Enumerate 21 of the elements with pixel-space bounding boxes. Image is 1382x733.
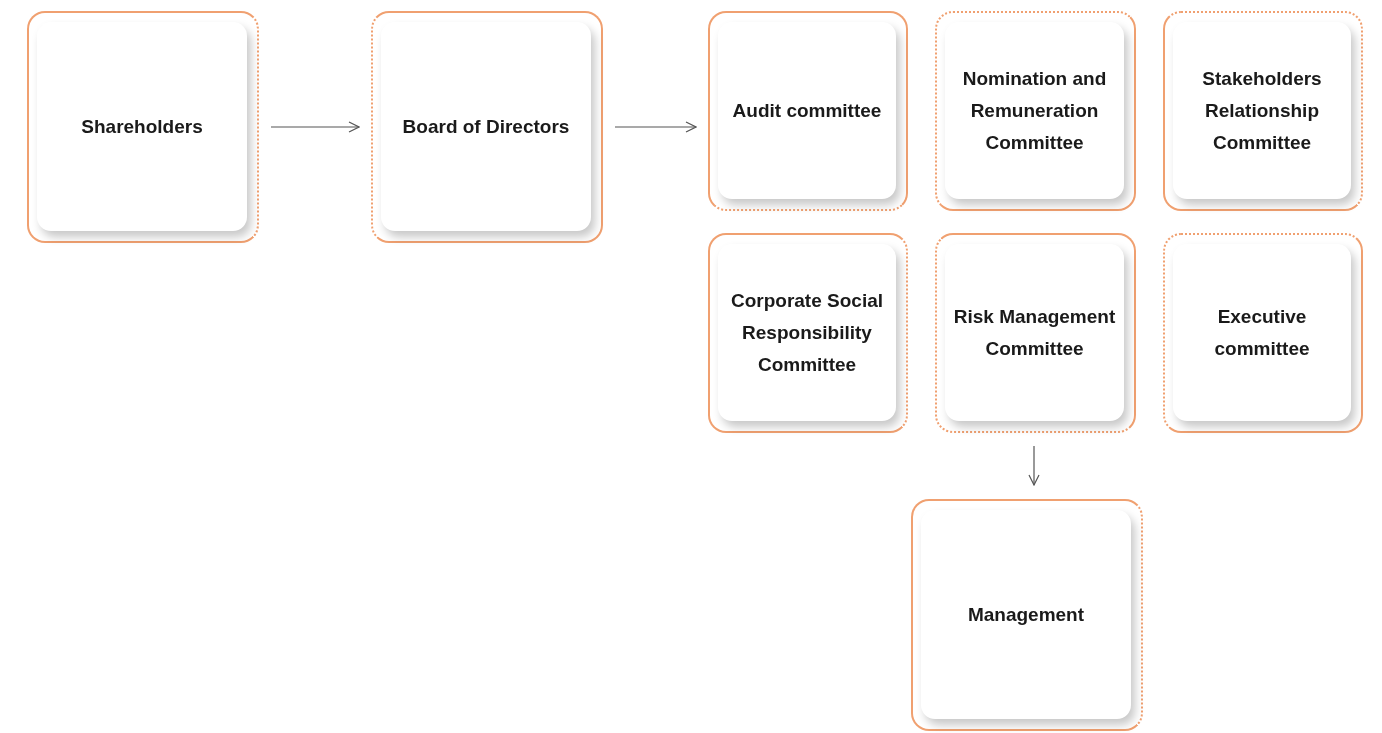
node-frame [27,11,259,243]
node-label: Management [967,602,1085,627]
node-frame [371,11,603,243]
node-frame [1163,233,1363,433]
node-label: Executive committee [1213,304,1311,361]
node-label: Nomination and Remuneration Committee [961,66,1108,155]
node-label: Shareholders [81,114,203,139]
node-label: Stakeholders Relationship Committee [1201,66,1323,155]
node-frame [708,11,908,211]
node-frame [911,499,1143,731]
node-frame [935,233,1136,433]
node-frame [935,11,1136,211]
node-label: Board of Directors [402,114,570,139]
node-label: Audit committee [732,98,882,123]
arrow [1028,445,1040,486]
node-frame [708,233,908,433]
node-label: Corporate Social Responsibility Committee [729,288,884,377]
node-frame [1163,11,1363,211]
node-label: Risk Management Committee [952,304,1117,361]
arrow [614,121,697,133]
arrow [270,121,360,133]
